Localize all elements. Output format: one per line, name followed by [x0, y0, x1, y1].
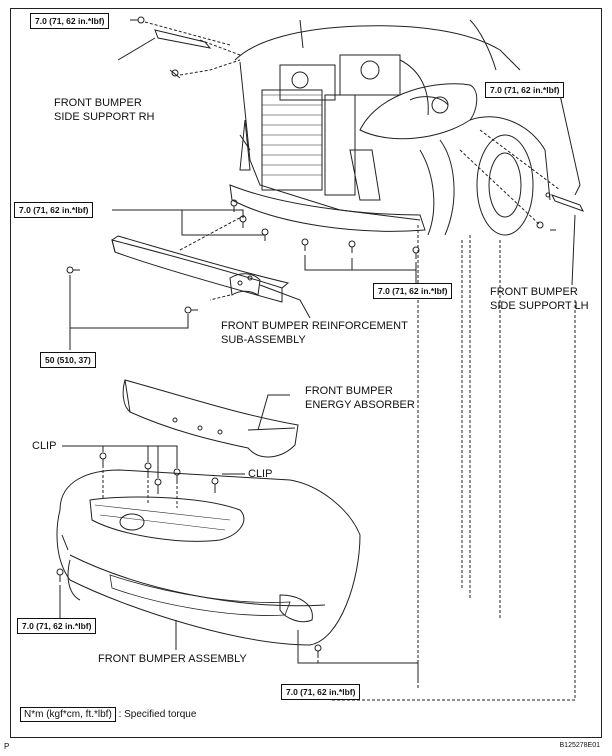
label-reinforcement: FRONT BUMPER REINFORCEMENT SUB-ASSEMBLY [221, 319, 408, 347]
torque-box-reinforcement: 50 (510, 37) [40, 352, 96, 368]
label-line: SIDE SUPPORT RH [54, 111, 155, 123]
torque-box-side-support-rh: 7.0 (71, 62 in.*lbf) [30, 13, 110, 29]
torque-box-bumper-left: 7.0 (71, 62 in.*lbf) [17, 618, 97, 634]
energy-absorber [122, 379, 299, 458]
label-clip-right: CLIP [248, 468, 273, 480]
torque-box-side-support-lh: 7.0 (71, 62 in.*lbf) [485, 82, 565, 98]
vehicle-front-end [229, 19, 551, 236]
diagram-code: B125278E01 [559, 742, 600, 749]
label-line: SUB-ASSEMBLY [221, 334, 306, 346]
torque-box-bumper-right: 7.0 (71, 62 in.*lbf) [281, 684, 361, 700]
label-line: SIDE SUPPORT LH [490, 300, 589, 312]
page-mark: P [4, 742, 10, 751]
torque-box-center: 7.0 (71, 62 in.*lbf) [373, 283, 453, 299]
label-side-support-rh: FRONT BUMPER SIDE SUPPORT RH [54, 96, 154, 124]
side-support-rh [137, 16, 212, 79]
label-energy-absorber: FRONT BUMPER ENERGY ABSORBER [305, 384, 415, 412]
torque-box-upper-left: 7.0 (71, 62 in.*lbf) [14, 202, 94, 218]
label-line: FRONT BUMPER [490, 286, 578, 298]
label-line: FRONT BUMPER [305, 385, 393, 397]
label-side-support-lh: FRONT BUMPER SIDE SUPPORT LH [490, 285, 589, 313]
bumper-reinforcement [111, 235, 290, 303]
label-bumper-assembly: FRONT BUMPER ASSEMBLY [98, 653, 247, 665]
clips [99, 452, 219, 494]
torque-legend: N*m (kgf*cm, ft.*lbf) : Specified torque [20, 707, 197, 722]
under-bolts [230, 199, 420, 259]
diagram-frame [10, 8, 602, 738]
label-clip-left: CLIP [32, 440, 57, 452]
legend-text: : Specified torque [118, 709, 197, 720]
legend-unit-box: N*m (kgf*cm, ft.*lbf) [20, 707, 116, 722]
label-line: FRONT BUMPER REINFORCEMENT [221, 320, 408, 332]
label-line: FRONT BUMPER [54, 97, 142, 109]
label-line: ENERGY ABSORBER [305, 399, 415, 411]
side-support-lh [536, 192, 585, 229]
front-bumper-cover [56, 469, 361, 646]
